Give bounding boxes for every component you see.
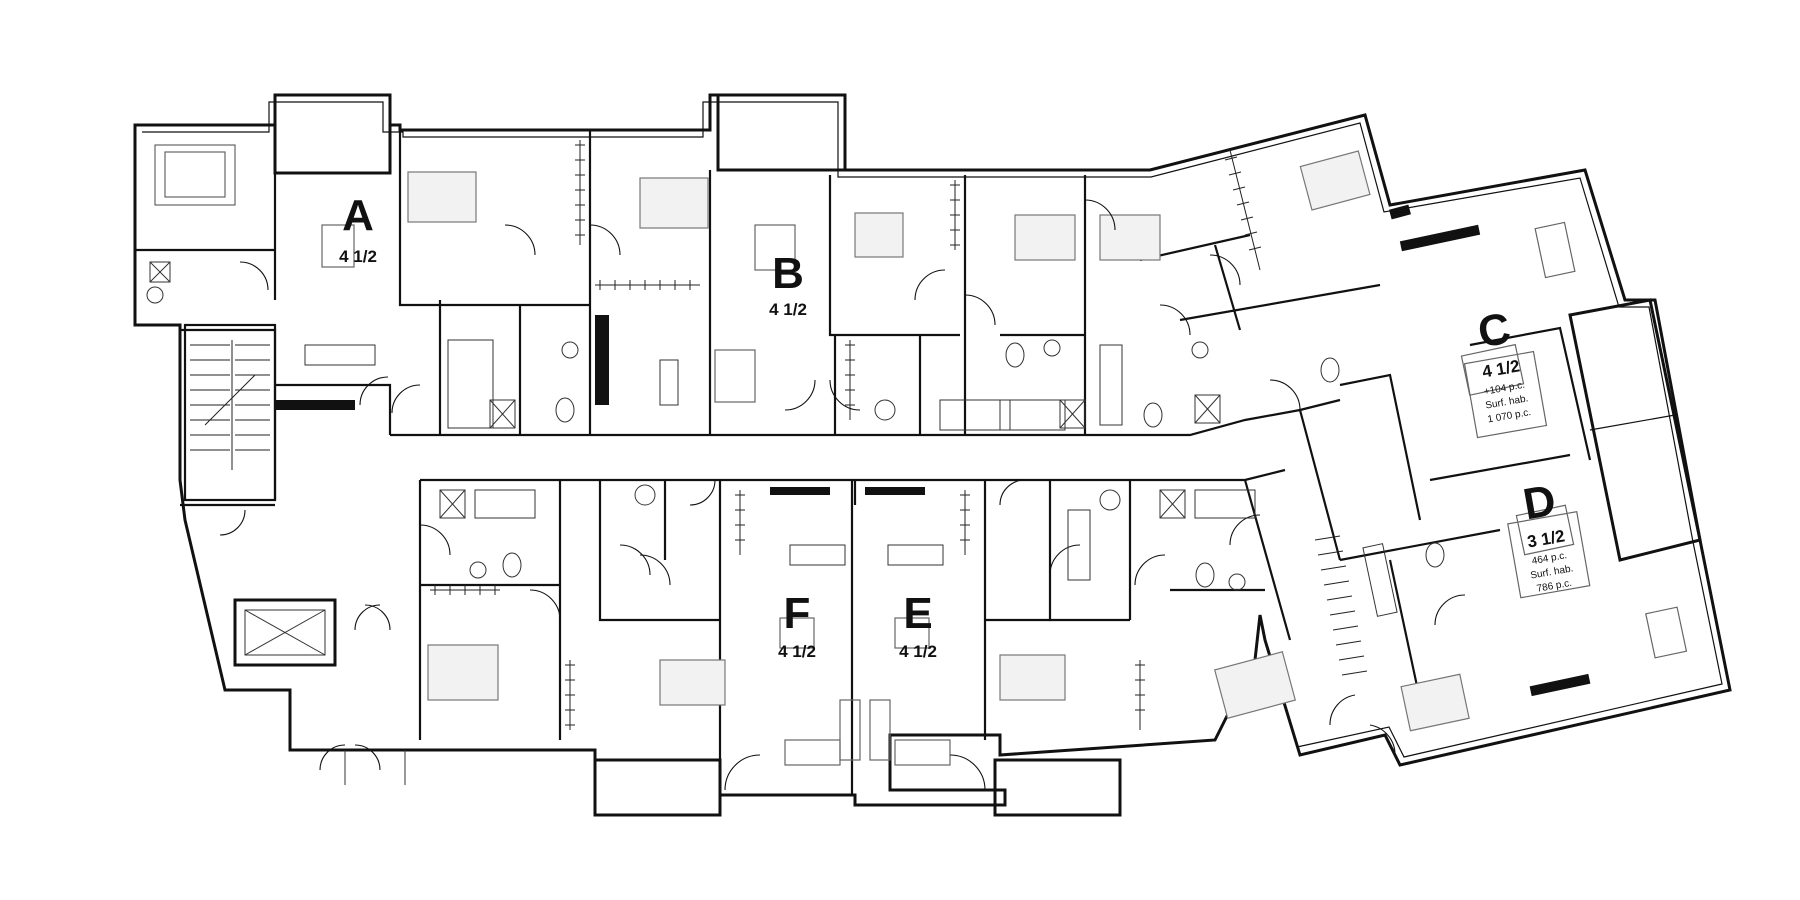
- kitchen-counter: [275, 204, 1591, 697]
- bathtub-icon: [447, 339, 1398, 617]
- shower-icon: [149, 261, 1221, 519]
- door-icon: [219, 199, 1466, 791]
- unit-label-d: D 3 1/2 464 p.c. Surf. hab. 786 p.c.: [1507, 476, 1591, 599]
- unit-label-e: E 4 1/2: [899, 589, 937, 661]
- bed-icon: [407, 150, 1470, 732]
- stair-icon: [183, 323, 1368, 676]
- elevator-icon: [233, 598, 337, 667]
- toilet-icon: [502, 342, 1445, 588]
- unit-letter-b: B: [772, 249, 804, 298]
- entry-door: [344, 750, 406, 785]
- unit-size-f: 4 1/2: [778, 642, 816, 661]
- unit-letter-f: F: [784, 589, 811, 638]
- unit-size-e: 4 1/2: [899, 642, 937, 661]
- unit-size-a: 4 1/2: [339, 247, 377, 266]
- unit-letter-e: E: [903, 589, 932, 638]
- unit-label-f: F 4 1/2: [778, 589, 816, 661]
- table-icon: [321, 221, 1688, 659]
- unit-label-b: B 4 1/2: [769, 249, 807, 319]
- unit-label-a: A 4 1/2: [339, 191, 377, 266]
- interior-partitions: [135, 130, 1592, 795]
- unit-letter-d: D: [1520, 476, 1560, 530]
- unit-letter-c: C: [1474, 304, 1514, 358]
- closet-icon: [430, 140, 1262, 730]
- unit-letter-a: A: [342, 191, 374, 240]
- sofa-icon: [154, 144, 951, 766]
- sink-icon: [146, 286, 1246, 591]
- unit-label-c: C 4 1/2 +104 p.c. Surf. hab. 1 070 p.c.: [1463, 304, 1548, 439]
- exterior-walls: [133, 93, 1732, 817]
- unit-size-b: 4 1/2: [769, 300, 807, 319]
